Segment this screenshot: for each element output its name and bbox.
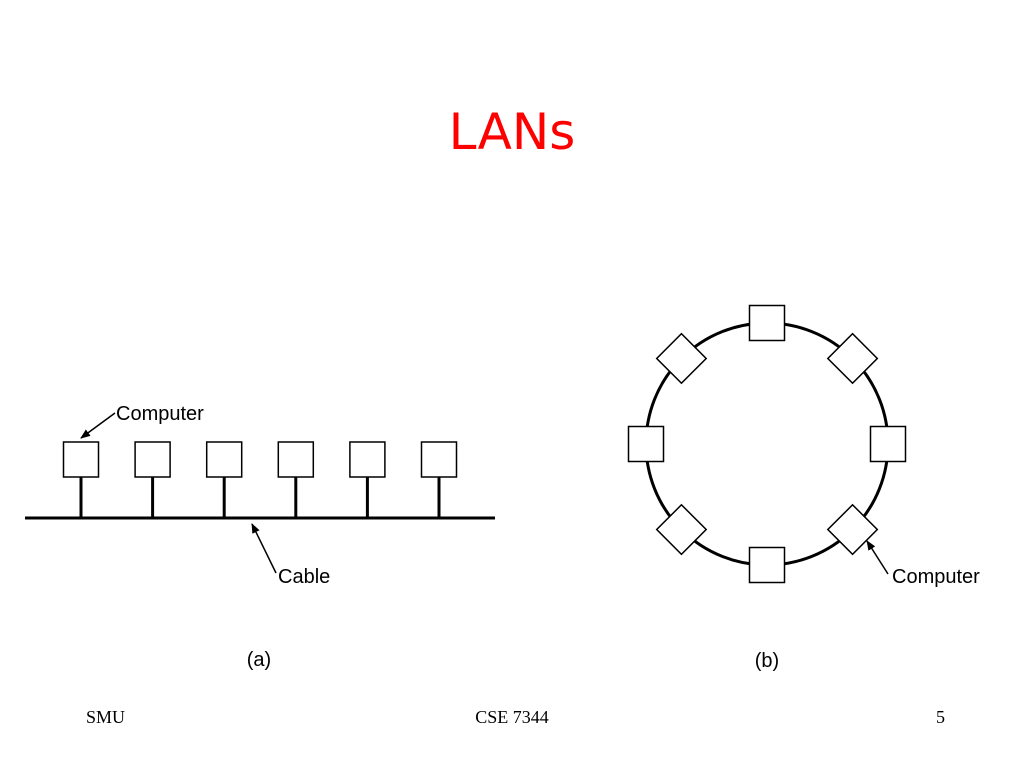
bus-computer-label: Computer: [116, 403, 204, 425]
ring-computer: [655, 503, 708, 556]
ring-computer: [826, 332, 879, 385]
cable-label: Cable: [278, 566, 330, 588]
ring-computer: [826, 503, 879, 556]
bus-computer: [134, 441, 171, 478]
ring-topology: Computer (b): [627, 304, 980, 672]
bus-computer: [277, 441, 315, 478]
caption-a: (a): [247, 649, 271, 671]
cable-label-arrow: [251, 523, 277, 574]
bus-topology: Computer Cable (a): [25, 403, 495, 671]
bus-computer: [349, 441, 386, 478]
ring-computer: [655, 332, 708, 385]
bus-computer: [62, 441, 100, 478]
bus-computer: [420, 441, 458, 478]
ring-computer: [627, 425, 665, 463]
caption-b: (b): [755, 650, 779, 672]
computer-label-arrow-a: [80, 412, 116, 439]
ring-computer: [748, 546, 786, 584]
ring-computers: [627, 304, 907, 584]
computer-label-arrow-b: [866, 540, 889, 575]
footer-right: 5: [936, 707, 945, 727]
bus-computer: [205, 441, 243, 478]
ring-computer-label: Computer: [892, 566, 980, 588]
slide-title: LANs: [448, 103, 576, 161]
ring-computer: [869, 425, 907, 463]
ring-computer: [748, 304, 786, 342]
footer-left: SMU: [86, 707, 126, 727]
footer-center: CSE 7344: [475, 707, 549, 727]
bus-computers: [62, 441, 458, 518]
